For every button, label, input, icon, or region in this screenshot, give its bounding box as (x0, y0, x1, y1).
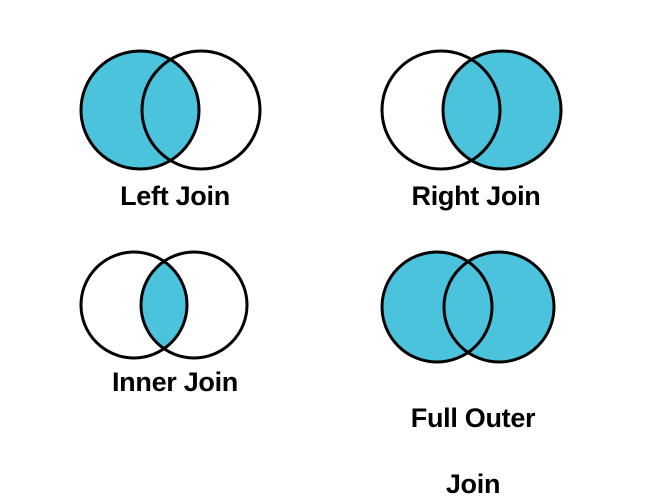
label-inner-join: Inner Join (111, 367, 238, 397)
label-full-outer-join: Full Outer Join (368, 369, 578, 501)
diagram-right-join: Right Join (371, 40, 581, 211)
diagram-full-outer-join: Full Outer Join (378, 250, 588, 499)
label-full-outer-join-line1: Full Outer (410, 403, 536, 433)
right-join-venn-svg (380, 49, 563, 171)
intersection-fill (141, 252, 187, 358)
diagram-left-join: Left Join (70, 40, 280, 211)
left-circle-outline (79, 49, 201, 171)
left-circle-outline (380, 250, 494, 364)
left-join-venn-svg (79, 49, 262, 171)
label-right-join: Right Join (411, 181, 541, 211)
venn-diagram-figure: Left Join Right Join (70, 40, 588, 499)
right-circle-fill (444, 252, 554, 362)
right-circle-outline (442, 250, 556, 364)
diagram-inner-join: Inner Join (78, 250, 274, 397)
intersection-fill (443, 51, 500, 169)
full-outer-join-venn-svg (380, 250, 556, 364)
left-circle-outline (79, 250, 189, 360)
left-circle-outline (380, 49, 502, 171)
right-circle-outline (140, 49, 262, 171)
right-circle-outline (139, 250, 249, 360)
label-left-join: Left Join (120, 181, 230, 211)
inner-join-venn-svg (79, 250, 249, 360)
right-circle-outline (441, 49, 563, 171)
intersection-fill (142, 51, 199, 169)
